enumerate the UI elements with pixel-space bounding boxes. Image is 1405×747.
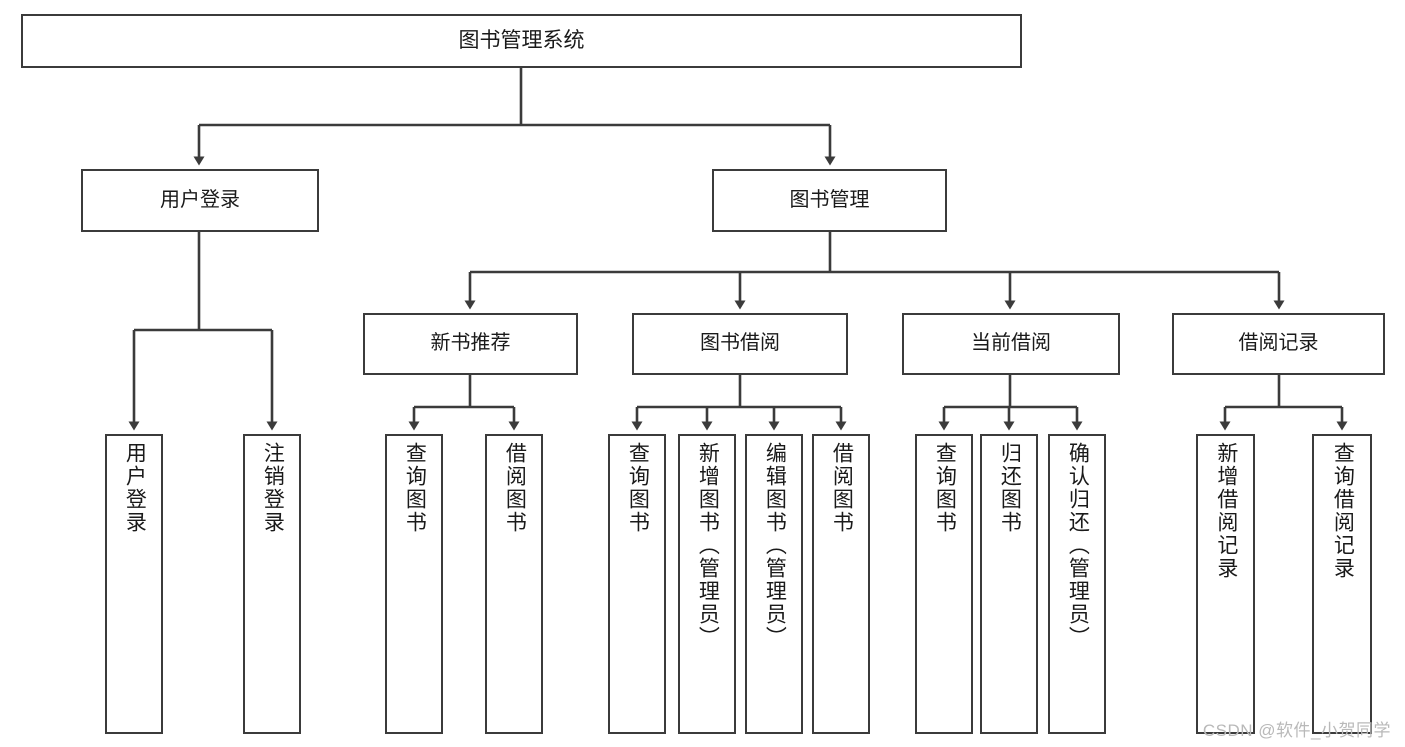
node-label: 查询图书	[933, 442, 957, 534]
node-leaf-query-book-newbook[interactable]: 查询图书	[385, 434, 443, 734]
node-label: 查询借阅记录	[1331, 442, 1355, 580]
node-leaf-query-borrow-record[interactable]: 查询借阅记录	[1312, 434, 1372, 734]
node-label: 图书管理	[789, 188, 870, 211]
node-new-book-recommend[interactable]: 新书推荐	[363, 313, 578, 375]
node-current-borrow[interactable]: 当前借阅	[902, 313, 1120, 375]
node-label: 图书管理系统	[458, 28, 585, 52]
node-label: 用户登录	[123, 442, 147, 534]
node-label: 借阅图书	[503, 442, 527, 534]
node-leaf-user-login[interactable]: 用户登录	[105, 434, 163, 734]
node-leaf-logout[interactable]: 注销登录	[243, 434, 301, 734]
node-label: 查询图书	[403, 442, 427, 534]
node-leaf-query-book-current[interactable]: 查询图书	[915, 434, 973, 734]
node-label: 图书借阅	[700, 332, 780, 355]
node-label: 借阅图书	[830, 442, 854, 534]
node-user-login[interactable]: 用户登录	[81, 169, 319, 232]
node-label: 查询图书	[626, 442, 650, 534]
node-leaf-borrow-book-newbook[interactable]: 借阅图书	[485, 434, 543, 734]
node-book-manage[interactable]: 图书管理	[712, 169, 947, 232]
node-label: 归还图书	[998, 442, 1022, 534]
node-label: 确认归还（管理员）	[1066, 442, 1090, 649]
node-leaf-edit-book[interactable]: 编辑图书（管理员）	[745, 434, 803, 734]
node-label: 编辑图书（管理员）	[763, 442, 787, 649]
node-label: 注销登录	[261, 442, 285, 534]
node-label: 用户登录	[160, 188, 240, 211]
node-leaf-confirm-return[interactable]: 确认归还（管理员）	[1048, 434, 1106, 734]
node-borrow-record[interactable]: 借阅记录	[1172, 313, 1385, 375]
watermark-text: CSDN @软件_小贺同学	[1202, 721, 1391, 740]
node-label: 新书推荐	[430, 332, 511, 355]
node-leaf-return-book[interactable]: 归还图书	[980, 434, 1038, 734]
node-leaf-query-book-borrow[interactable]: 查询图书	[608, 434, 666, 734]
node-book-borrow[interactable]: 图书借阅	[632, 313, 848, 375]
node-leaf-borrow-book[interactable]: 借阅图书	[812, 434, 870, 734]
node-label: 新增图书（管理员）	[696, 442, 720, 649]
node-leaf-add-borrow-record[interactable]: 新增借阅记录	[1196, 434, 1255, 734]
node-label: 新增借阅记录	[1214, 442, 1238, 580]
node-label: 当前借阅	[971, 332, 1051, 355]
node-root-system[interactable]: 图书管理系统	[21, 14, 1022, 68]
node-label: 借阅记录	[1238, 332, 1319, 355]
node-leaf-add-book[interactable]: 新增图书（管理员）	[678, 434, 736, 734]
